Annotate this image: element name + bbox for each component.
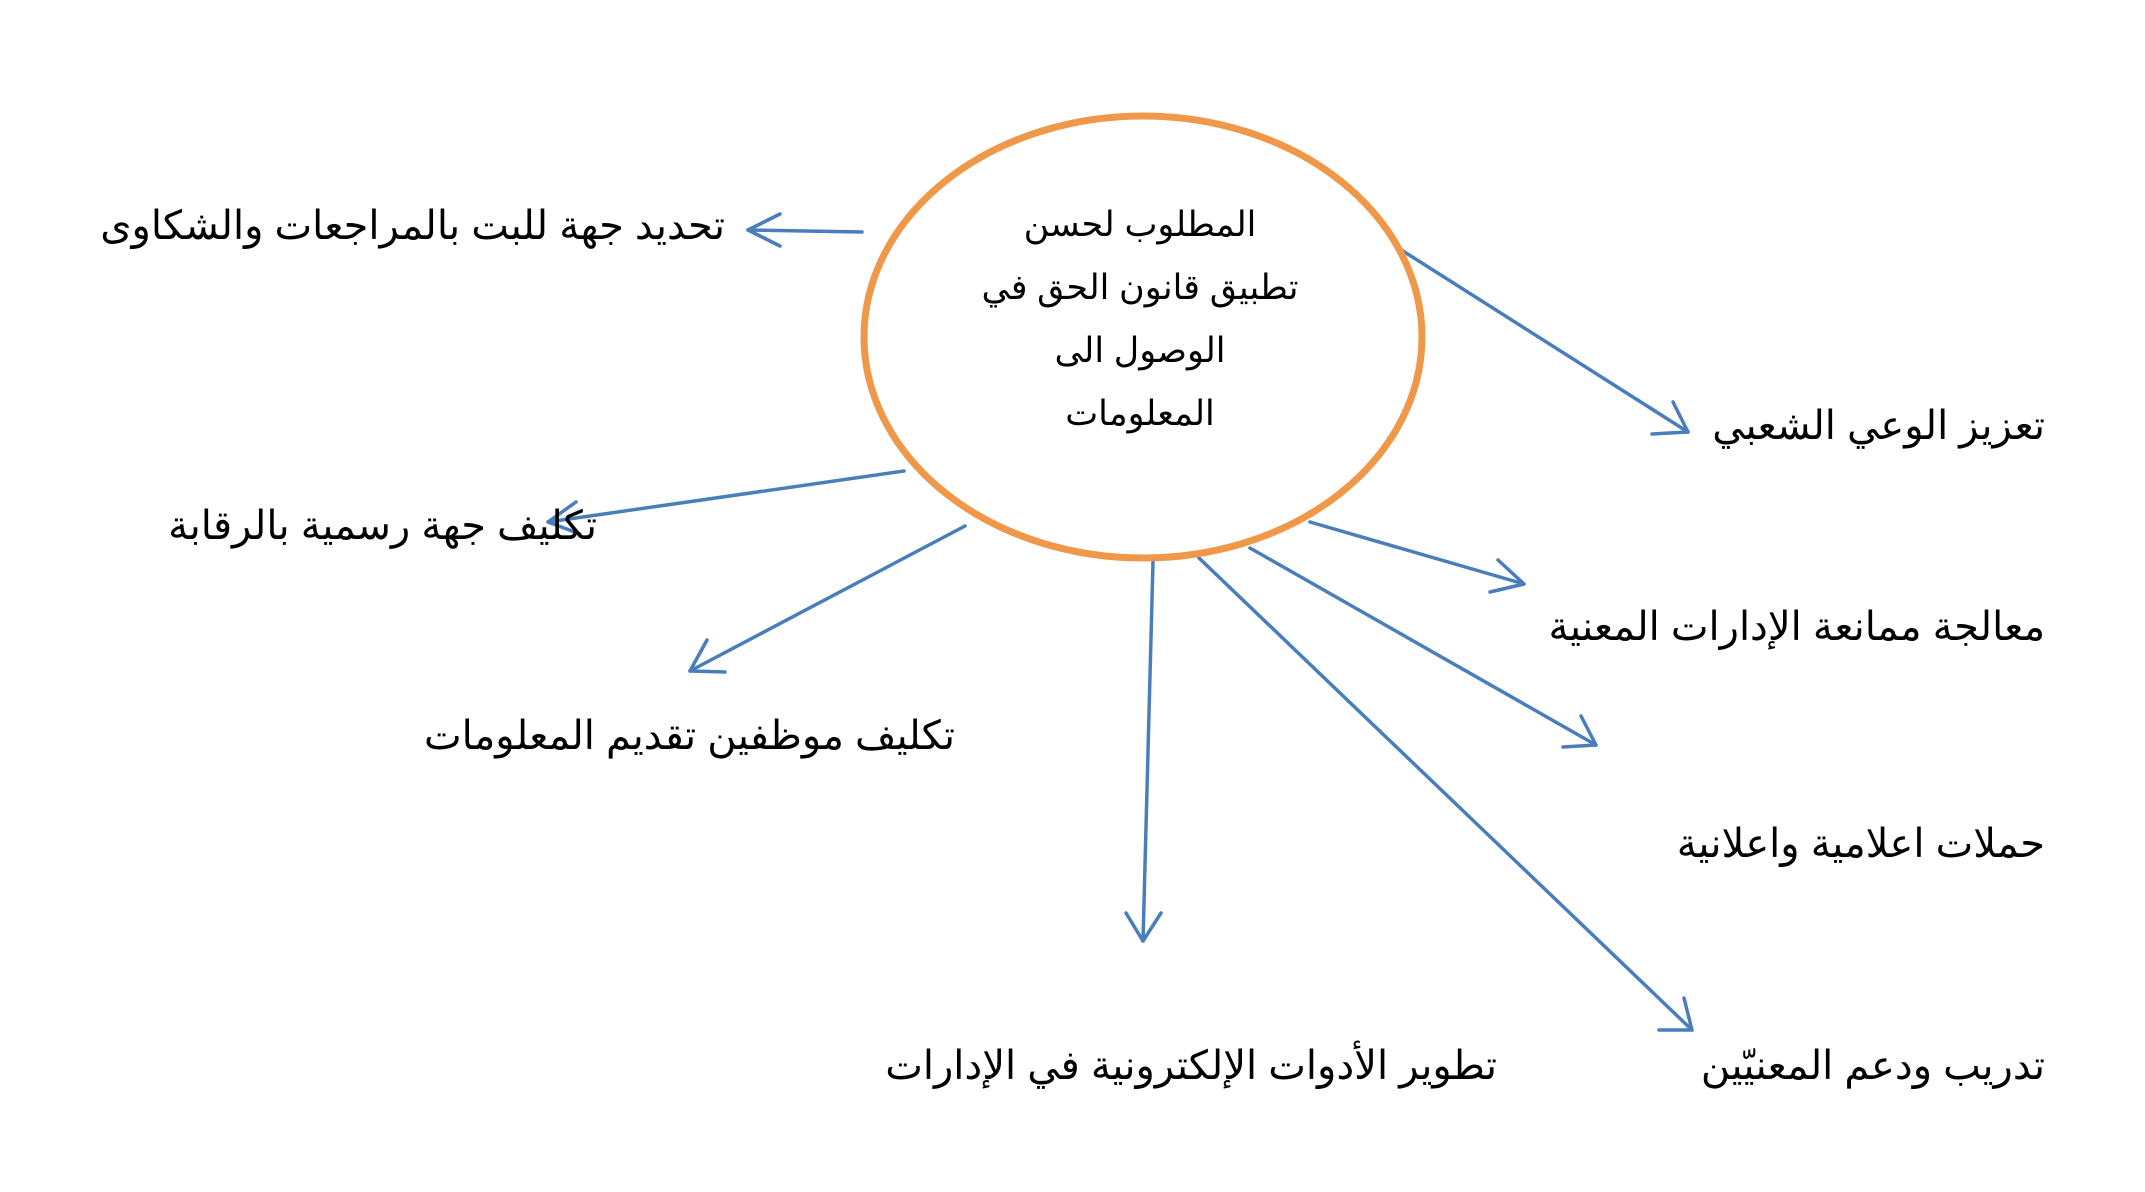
item-oversight-body: تكليف جهة رسمية بالرقابة (168, 504, 597, 548)
arrow-e-tools (1124, 560, 1163, 943)
arrow-media-campaigns (1248, 546, 1598, 749)
central-topic: المطلوب لحسن تطبيق قانون الحق في الوصول … (930, 193, 1350, 445)
arrow-public-awareness (1390, 242, 1690, 436)
item-info-staff: تكليف موظفين تقديم المعلومات (424, 714, 955, 758)
item-media-campaigns: حملات اعلامية واعلانية (1676, 822, 2045, 866)
central-topic-line: المطلوب لحسن (1023, 205, 1257, 244)
item-training-support: تدريب ودعم المعنيّين (1700, 1044, 2045, 1088)
item-complaints-body: تحديد جهة للبت بالمراجعات والشكاوى (100, 204, 725, 248)
item-refusal-handling: معالجة ممانعة الإدارات المعنية (1548, 605, 2045, 649)
arrow-complaints-body (746, 212, 864, 248)
arrow-oversight-body (546, 469, 906, 536)
central-topic-line: المعلومات (1065, 394, 1215, 433)
center-ellipse (860, 112, 1426, 562)
item-public-awareness: تعزيز الوعي الشعبي (1712, 404, 2045, 448)
item-e-tools: تطوير الأدوات الإلكترونية في الإدارات (885, 1044, 1497, 1088)
arrow-info-staff (688, 524, 967, 674)
central-topic-line: الوصول الى (1054, 331, 1226, 370)
central-topic-line: تطبيق قانون الحق في (981, 268, 1299, 307)
arrow-training-support (1197, 556, 1694, 1032)
arrow-refusal-handling (1308, 520, 1526, 594)
